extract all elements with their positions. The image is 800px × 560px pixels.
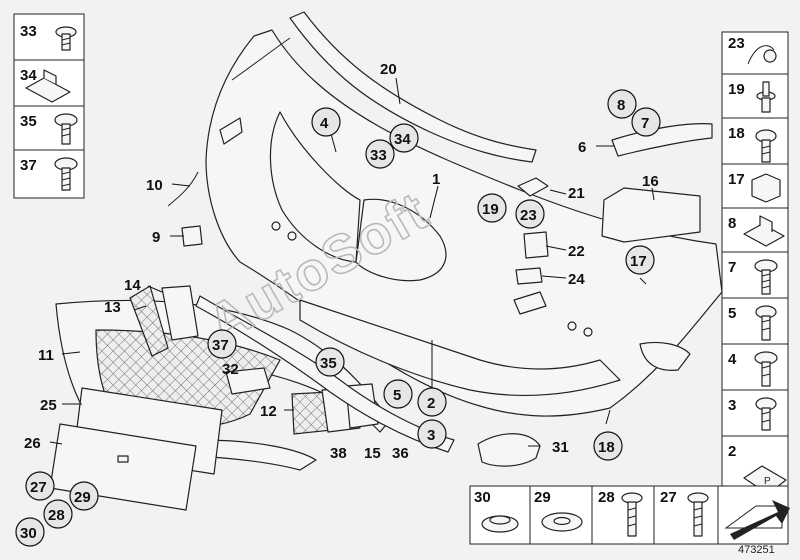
callout-26: 26 (24, 435, 41, 452)
left-fastener-panel: 33 34 35 37 (13, 13, 85, 199)
support-bracket (611, 123, 713, 157)
label-37: 37 (20, 157, 37, 174)
callout-22: 22 (568, 243, 585, 260)
callout-3: 3 (427, 427, 435, 444)
air-duct (601, 187, 701, 243)
callout-1: 1 (432, 171, 440, 188)
callout-25: 25 (40, 397, 57, 414)
clip-icon (747, 45, 775, 65)
label-33: 33 (20, 23, 37, 40)
screw-icon (755, 397, 777, 431)
clip-nut-icon (25, 69, 71, 103)
label-27: 27 (660, 489, 677, 506)
callout-6: 6 (578, 139, 586, 156)
callout-34: 34 (394, 131, 411, 148)
callout-29: 29 (74, 489, 91, 506)
callout-33: 33 (370, 147, 387, 164)
callout-19: 19 (482, 201, 499, 218)
callout-16: 16 (642, 173, 659, 190)
spoiler-lip (195, 439, 317, 471)
callout-group (15, 89, 661, 547)
callout-37: 37 (212, 337, 229, 354)
sensor-bracket (225, 367, 271, 395)
leader-lines (49, 77, 655, 447)
label-4: 4 (728, 351, 737, 368)
screw-icon (687, 492, 709, 537)
label-18: 18 (728, 125, 745, 142)
screw-icon (54, 157, 78, 191)
callout-5: 5 (393, 387, 401, 404)
callout-8: 8 (617, 97, 625, 114)
bottom-fastener-panel: 30 29 28 27 (469, 485, 790, 545)
label-5: 5 (728, 305, 736, 322)
wire-harness (167, 171, 199, 207)
label-23: 23 (728, 35, 745, 52)
nut-icon (751, 173, 781, 203)
side-grille-frame (161, 285, 199, 341)
screw-icon (754, 259, 778, 295)
sensor-clip (515, 267, 543, 285)
callout-30: 30 (20, 525, 37, 542)
callout-4: 4 (320, 115, 329, 132)
callout-12: 12 (260, 403, 277, 420)
callout-2: 2 (427, 395, 435, 412)
label-34: 34 (20, 67, 37, 84)
callout-24: 24 (568, 271, 585, 288)
callout-35: 35 (320, 355, 337, 372)
label-7: 7 (728, 259, 736, 276)
callout-11: 11 (38, 347, 54, 364)
label-2: 2 (728, 443, 736, 460)
callout-32: 32 (222, 361, 239, 378)
callout-14: 14 (124, 277, 141, 294)
label-28: 28 (598, 489, 615, 506)
side-grille-left (129, 285, 169, 357)
right-fastener-panel: P 23 19 18 17 8 7 5 4 3 2 (721, 31, 789, 509)
label-19: 19 (728, 81, 745, 98)
callout-15: 15 (364, 445, 381, 462)
label-29: 29 (534, 489, 551, 506)
callout-31: 31 (552, 439, 569, 456)
callout-9: 9 (152, 229, 160, 246)
fog-lamp-cover (477, 433, 541, 467)
callout-17: 17 (630, 253, 647, 270)
callout-38: 38 (330, 445, 347, 462)
document-number: 473251 (738, 544, 775, 556)
sensor-cap (517, 177, 549, 197)
callout-10: 10 (146, 177, 163, 194)
screw-icon (54, 113, 78, 145)
direction-arrow-icon (724, 500, 790, 540)
callout-13: 13 (104, 299, 121, 316)
screw-icon (755, 305, 777, 341)
screw-icon (55, 26, 77, 51)
label-3: 3 (728, 397, 736, 414)
upper-trim-strip (289, 11, 537, 163)
screw-icon (754, 351, 778, 387)
callout-28: 28 (48, 507, 65, 524)
screw-icon (621, 492, 643, 537)
pin-icon (756, 81, 776, 113)
callout-20: 20 (380, 61, 397, 78)
callout-36: 36 (392, 445, 409, 462)
callout-18: 18 (598, 439, 615, 456)
svg-text:P: P (764, 476, 771, 487)
sensor-holder (523, 231, 549, 259)
label-30: 30 (474, 489, 491, 506)
callout-27: 27 (30, 479, 47, 496)
tow-hook-cover (181, 225, 203, 247)
label-35: 35 (20, 113, 37, 130)
callout-23: 23 (520, 207, 537, 224)
clip-nut-icon (743, 223, 785, 247)
callout-21: 21 (568, 185, 585, 202)
screw-icon (755, 129, 777, 163)
label-17: 17 (728, 171, 745, 188)
label-8: 8 (728, 215, 736, 232)
callout-7: 7 (641, 115, 649, 132)
